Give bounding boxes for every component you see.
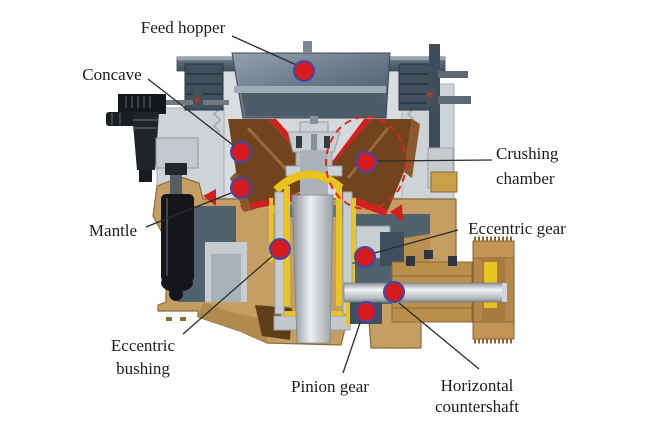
horizontal-shaft: [343, 282, 507, 303]
leader-eccentric-bushing: [182, 251, 278, 335]
hopper-bolt: [303, 41, 312, 53]
leader-feed-hopper: [231, 35, 302, 68]
label-crushing-chamber: Crushing chamber: [496, 144, 559, 188]
label-eccentric-bushing: Eccentric bushing: [110, 336, 176, 378]
marker-feed-hopper: [293, 60, 315, 82]
label-horizontal-countershaft: Horizontal countershaft: [434, 376, 520, 416]
marker-crushing-chamber: [355, 151, 377, 173]
leader-eccentric-gear: [370, 229, 459, 255]
feed-hopper-assembly: [176, 41, 446, 119]
main-shaft: [291, 194, 334, 344]
label-pinion-gear: Pinion gear: [291, 377, 369, 396]
hydraulic-unit-left: [106, 91, 229, 301]
frame-shading: [198, 302, 267, 343]
spherical-bearing-yellow: [273, 170, 344, 194]
label-eccentric-gear: Eccentric gear: [468, 219, 566, 238]
hydraulic-cylinder: [161, 194, 194, 282]
marker-pinion-gear: [355, 301, 377, 323]
leader-lines: [145, 35, 493, 374]
chamber-red-right: [322, 119, 372, 175]
finned-block: [118, 94, 166, 114]
valve-body: [132, 112, 159, 170]
marker-eccentric-gear: [354, 246, 376, 268]
marker-dots: [230, 60, 405, 323]
crushing-chamber-highlight: [325, 116, 407, 210]
leader-concave: [147, 78, 239, 150]
hopper-wear-ring: [234, 86, 386, 93]
leader-pinion-gear: [342, 316, 363, 374]
label-feed-hopper: Feed hopper: [140, 18, 226, 37]
bushing-yellow-right: [336, 186, 342, 306]
leader-mantle: [145, 190, 237, 228]
adjustment-mechanism-right: [426, 44, 471, 193]
label-concave: Concave: [82, 65, 142, 84]
label-mantle: Mantle: [88, 221, 138, 240]
marker-mantle: [230, 177, 252, 199]
marker-horizontal-countershaft: [383, 281, 405, 303]
marker-eccentric-bushing: [269, 238, 291, 260]
leader-horizontal-countershaft: [398, 302, 480, 370]
leader-crushing-chamber: [376, 159, 493, 162]
marker-concave: [230, 141, 252, 163]
